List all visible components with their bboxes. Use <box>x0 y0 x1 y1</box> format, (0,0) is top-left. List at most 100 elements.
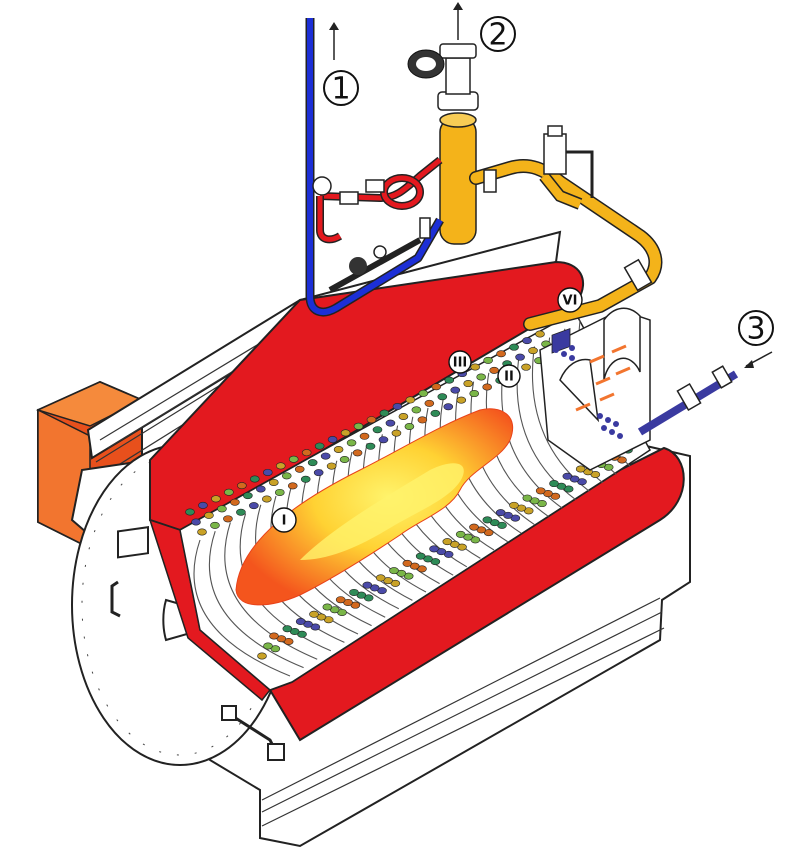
fire-tube <box>392 403 403 411</box>
label-3: 3 <box>738 310 774 347</box>
fire-tube <box>333 445 344 453</box>
fire-tube <box>483 356 493 364</box>
fire-tube <box>268 478 279 486</box>
fire-tube <box>322 603 333 611</box>
fire-tube <box>430 409 441 417</box>
fire-tube <box>495 509 506 517</box>
label-pass-two-text: II <box>504 370 514 385</box>
fire-tube <box>243 492 253 500</box>
fire-tube <box>521 363 531 371</box>
feedwater-inlet <box>637 351 773 436</box>
fire-tube <box>379 409 390 417</box>
fire-tube <box>287 482 298 490</box>
fire-tube <box>366 416 377 424</box>
fire-tube <box>309 610 319 618</box>
fire-tube <box>429 545 439 553</box>
fire-tube <box>326 462 337 470</box>
fire-tube <box>301 449 312 457</box>
fire-tube <box>496 350 506 358</box>
fire-tube <box>185 508 195 516</box>
fire-tube <box>340 429 351 437</box>
fire-tube <box>522 337 532 345</box>
fire-tube <box>263 642 273 650</box>
label-flame: I <box>271 507 297 533</box>
fire-tube <box>211 495 221 503</box>
fire-tube <box>411 406 422 414</box>
fire-tube <box>339 455 350 463</box>
fire-tube <box>217 505 227 513</box>
refractory-lining <box>148 260 685 742</box>
fire-tube <box>349 588 359 596</box>
fire-tube <box>269 632 279 640</box>
furnace-rib <box>224 522 318 660</box>
fire-tube <box>482 516 493 524</box>
fire-tube <box>262 495 272 503</box>
label-pass-three-text: III <box>453 356 468 371</box>
fire-tube <box>275 462 286 470</box>
fire-tube <box>509 501 519 509</box>
fire-tube <box>431 383 442 391</box>
fire-tube <box>437 393 448 401</box>
fire-tube <box>197 528 207 536</box>
label-pass-three: III <box>448 350 472 374</box>
fire-tube <box>469 390 480 398</box>
fire-tube <box>256 485 266 493</box>
fire-tube <box>262 468 273 476</box>
fire-tube <box>562 472 573 480</box>
flame <box>235 408 514 606</box>
fire-tube <box>249 502 259 510</box>
fire-tube <box>257 652 267 660</box>
fire-tube <box>198 501 208 509</box>
fire-tube <box>210 521 220 529</box>
fire-tube <box>346 439 357 447</box>
tube-bundle-upper <box>185 330 557 536</box>
fire-tube <box>378 436 389 444</box>
furnace-rib <box>193 539 291 677</box>
fire-tube <box>365 442 376 450</box>
fire-tube <box>450 386 461 394</box>
fire-tube <box>236 508 246 516</box>
fire-tube <box>204 511 214 519</box>
fire-tube <box>528 347 538 355</box>
fire-tube <box>470 363 480 371</box>
tube-bundle-lower <box>257 436 639 660</box>
fire-tube <box>489 366 499 374</box>
fire-tube <box>442 538 453 546</box>
fire-tube <box>391 429 402 437</box>
label-1: 1 <box>323 70 359 107</box>
label-six: VI <box>557 287 583 313</box>
fire-tube <box>314 442 325 450</box>
fire-tube <box>353 422 364 430</box>
fire-tube <box>418 389 429 397</box>
fire-tube <box>509 343 519 351</box>
fire-tube <box>405 396 416 404</box>
fire-tube <box>575 465 586 473</box>
fire-tube <box>385 419 396 427</box>
fire-tube <box>463 380 474 388</box>
fire-tube <box>424 399 435 407</box>
fire-tube <box>224 488 234 496</box>
fire-tube <box>191 518 201 526</box>
fire-tube <box>444 376 455 384</box>
label-flame-text: I <box>282 514 287 529</box>
fire-tube <box>443 403 454 411</box>
fire-tube <box>389 567 399 575</box>
fire-tube <box>335 596 346 604</box>
fire-tube <box>320 452 331 460</box>
fire-tube <box>476 373 486 381</box>
fire-tube <box>281 472 292 480</box>
fire-tube <box>288 455 299 463</box>
fire-tube <box>549 480 559 488</box>
steam-piping <box>407 2 663 331</box>
fire-tube <box>398 413 409 421</box>
label-2: 2 <box>480 16 516 53</box>
fire-tube <box>402 559 413 567</box>
fire-tube <box>404 423 415 431</box>
fire-tube <box>223 515 233 523</box>
fire-tube <box>375 574 386 582</box>
label-3-text: 3 <box>746 312 765 347</box>
fire-tube <box>515 353 525 361</box>
fire-tube <box>250 475 260 483</box>
furnace-rib <box>208 531 304 669</box>
